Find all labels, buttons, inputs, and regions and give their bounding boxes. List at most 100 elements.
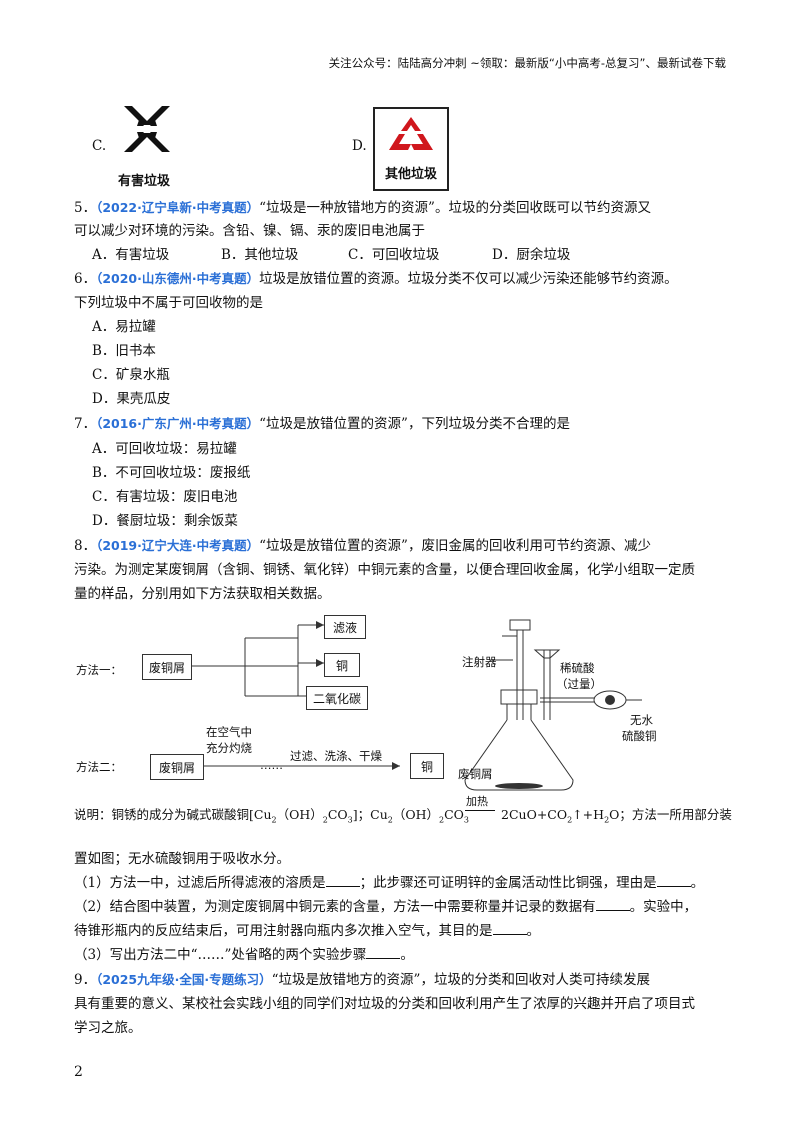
scrap-box-1: 废铜屑: [142, 654, 192, 680]
note-sub: 3: [347, 815, 353, 825]
q7-source: （2016·广东广州·中考真题）: [96, 416, 260, 431]
drier-label-1: 无水: [630, 713, 653, 727]
q8-part-2-line2: 待锥形瓶内的反应结束后，可用注射器向瓶内多次推入空气，其目的是 。: [74, 922, 540, 940]
q8-diagram: 方法一： 废铜屑 滤液 铜 二氧化碳 方法二： 废铜屑 在空气中 充分灼烧 ………: [70, 610, 730, 800]
syringe-label: 注射器: [462, 655, 497, 669]
sulfuric-acid-label: 稀硫酸: [560, 661, 595, 675]
q8-number: 8．: [74, 538, 97, 554]
q9-number: 9．: [74, 972, 97, 988]
hazardous-waste-icon: [120, 102, 174, 156]
q8-part-3-text: （3）写出方法二中“……”处省略的两个实验步骤: [74, 947, 367, 963]
note-sub: 2: [322, 815, 328, 825]
q5-option-b: B．其他垃圾: [221, 247, 299, 263]
q8-stem-line2: 污染。为测定某废铜屑（含铜、铜锈、氧化锌）中铜元素的含量，以便合理回收金属，化学…: [74, 562, 695, 578]
drier-label-2: 硫酸铜: [622, 729, 657, 743]
scrap-box-1-text: 废铜屑: [148, 660, 185, 675]
q7-stem-text: “垃圾是放错位置的资源”，下列垃圾分类不合理的是: [259, 416, 570, 432]
answer-blank[interactable]: [492, 922, 527, 935]
q5-stem-text: “垃圾是一种放错地方的资源”。垃圾的分类回收既可以节约资源又: [259, 200, 651, 216]
note-sub: 3: [463, 815, 469, 825]
q8-stem: 8．（2019·辽宁大连·中考真题）“垃圾是放错位置的资源”，废旧金属的回收利用…: [74, 537, 651, 555]
q6-stem: 6．（2020·山东德州·中考真题）垃圾是放错位置的资源。垃圾分类不仅可以减少污…: [74, 270, 678, 288]
co2-box: 二氧化碳: [306, 686, 368, 710]
hazardous-waste-caption: 有害垃圾: [118, 174, 171, 189]
q7-number: 7．: [74, 416, 97, 432]
flowchart-lines: [192, 619, 642, 791]
q8-part-2-text: 待锥形瓶内的反应结束后，可用注射器向瓶内多次推入空气，其目的是: [74, 923, 493, 939]
scrap-box-2-text: 废铜屑: [158, 760, 195, 775]
page-number: 2: [74, 1064, 83, 1080]
burn-label-1: 在空气中: [206, 725, 252, 739]
note-sub: 2: [604, 815, 610, 825]
note-sub: 2: [439, 815, 445, 825]
q8-part-2-text: 。实验中，: [629, 899, 698, 915]
answer-blank[interactable]: [325, 874, 360, 887]
heat-condition: 加热: [466, 795, 488, 808]
q5-number: 5．: [74, 200, 97, 216]
burn-label-2: 充分灼烧: [206, 741, 252, 755]
q5-stem-line2: 可以减少对环境的污染。含铅、镍、镉、汞的废旧电池属于: [74, 223, 425, 239]
q6-option-d: D．果壳瓜皮: [92, 391, 171, 407]
flask-scrap-label: 废铜屑: [458, 767, 493, 781]
answer-blank[interactable]: [595, 898, 630, 911]
note-part: 2CuO+CO: [501, 807, 568, 822]
q9-stem-line3: 学习之旅。: [74, 1020, 142, 1036]
q7-option-d: D．餐厨垃圾：剩余饭菜: [92, 513, 238, 529]
q8-part-2: （2）结合图中装置，为测定废铜屑中铜元素的含量，方法一中需要称量并记录的数据有 。…: [74, 898, 697, 916]
q8-source: （2019·辽宁大连·中考真题）: [96, 538, 260, 553]
q7-option-a: A．可回收垃圾：易拉罐: [92, 441, 237, 457]
answer-blank[interactable]: [656, 874, 691, 887]
q8-part-2-text: （2）结合图中装置，为测定废铜屑中铜元素的含量，方法一中需要称量并记录的数据有: [74, 899, 596, 915]
q5-option-c: C．可回收垃圾: [348, 247, 440, 263]
q6-option-c: C．矿泉水瓶: [92, 367, 170, 383]
co2-text: 二氧化碳: [312, 691, 361, 706]
q8-part-3: （3）写出方法二中“……”处省略的两个实验步骤 。: [74, 946, 414, 964]
q6-stem-text: 垃圾是放错位置的资源。垃圾分类不仅可以减少污染还能够节约资源。: [259, 271, 678, 287]
q8-part-2-text: 。: [526, 923, 541, 939]
other-waste-icon: 其他垃圾: [373, 107, 449, 191]
note-part: CO: [327, 807, 348, 822]
note-sub: 2: [387, 815, 393, 825]
note-part: 说明：铜锈的成分为碱式碳酸铜[Cu: [74, 807, 272, 822]
copper-box-2: 铜: [410, 753, 444, 779]
note-part: （OH）: [276, 807, 323, 822]
q6-option-a: A．易拉罐: [92, 319, 156, 335]
note-part: （OH）: [392, 807, 439, 822]
note-part: CO: [444, 807, 464, 822]
q5-source: （2022·辽宁阜新·中考真题）: [96, 200, 260, 215]
q7-option-c: C．有害垃圾：废旧电池: [92, 489, 238, 505]
q6-option-b: B．旧书本: [92, 343, 156, 359]
q8-stem-line3: 量的样品，分别用如下方法获取相关数据。: [74, 586, 331, 602]
q6-number: 6．: [74, 271, 97, 287]
filtrate-text: 滤液: [332, 620, 357, 635]
note-part: O；方法一所用部分装: [609, 807, 732, 822]
note-sub: 2: [567, 815, 573, 825]
scrap-box-2: 废铜屑: [150, 754, 204, 780]
q5-option-d: D．厨余垃圾: [492, 247, 571, 263]
method-2-label: 方法二：: [76, 760, 122, 774]
q8-part-1-text: ；此步骤还可证明锌的金属活动性比铜强，理由是: [359, 875, 657, 891]
note-sub: 2: [271, 815, 277, 825]
q8-note-line2: 置如图；无水硫酸铜用于吸收水分。: [74, 851, 290, 867]
q6-source: （2020·山东德州·中考真题）: [96, 271, 260, 286]
q7-stem: 7．（2016·广东广州·中考真题）“垃圾是放错位置的资源”，下列垃圾分类不合理…: [74, 415, 570, 433]
sulfuric-acid-excess-label: （过量）: [556, 677, 602, 691]
copper-text-1: 铜: [335, 658, 348, 673]
note-part: ↑+H: [572, 807, 605, 822]
option-c-letter: C.: [92, 138, 107, 154]
q9-stem-line2: 具有重要的意义、某校社会实践小组的同学们对垃圾的分类和回收利用产生了浓厚的兴趣并…: [74, 996, 695, 1012]
q5-stem: 5．（2022·辽宁阜新·中考真题）“垃圾是一种放错地方的资源”。垃圾的分类回收…: [74, 199, 651, 217]
q9-stem-text: “垃圾是放错地方的资源”，垃圾的分类和回收对人类可持续发展: [271, 972, 650, 988]
filtrate-box: 滤液: [324, 615, 366, 639]
q9-source: （2025九年级·全国·专题练习）: [96, 972, 272, 987]
copper-text-2: 铜: [420, 759, 433, 774]
page-header: 关注公众号：陆陆高分冲刺 ~领取：最新版“小中高考-总复习”、最新试卷下载: [328, 56, 726, 70]
reaction-arrow: [465, 810, 495, 811]
other-waste-caption: 其他垃圾: [384, 167, 437, 182]
answer-blank[interactable]: [366, 946, 401, 959]
q8-part-1: （1）方法一中，过滤后所得滤液的溶质是；此步骤还可证明锌的金属活动性比铜强，理由…: [74, 874, 704, 892]
option-d-letter: D.: [352, 138, 367, 154]
q6-stem-line2: 下列垃圾中不属于可回收物的是: [74, 295, 263, 311]
q8-part-3-text: 。: [400, 947, 414, 963]
